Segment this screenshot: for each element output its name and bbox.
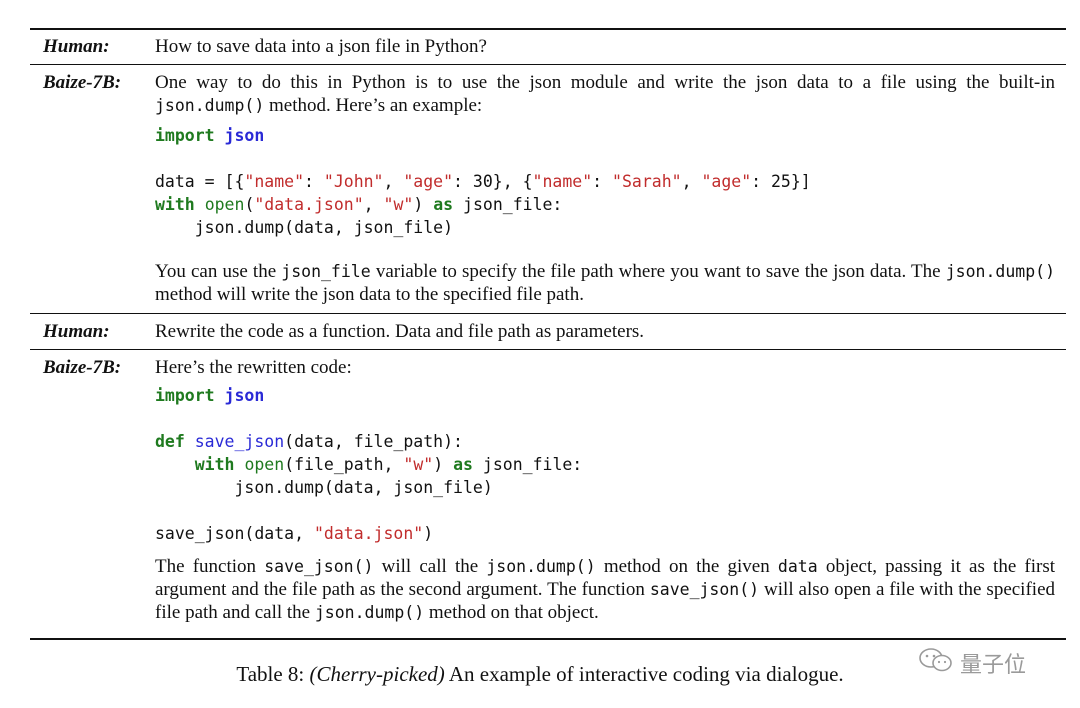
code-token: open xyxy=(244,455,285,474)
code-token: "age" xyxy=(403,172,454,191)
code-token: 25 xyxy=(771,172,791,191)
code-token: "data.json" xyxy=(313,524,424,543)
outro-text: will also open a file with the specified… xyxy=(155,579,1055,623)
code-token: as xyxy=(433,195,454,214)
table-row-rule xyxy=(30,349,1066,350)
code-token: import xyxy=(155,386,215,405)
code-token: "name" xyxy=(532,172,593,191)
table-top-rule xyxy=(30,28,1066,30)
code-token: open xyxy=(204,195,245,214)
code-token: json xyxy=(224,126,265,145)
outro-text: You can use the xyxy=(155,261,277,282)
code-token: json.dump(data, json_file) xyxy=(234,478,493,497)
code-token: "w" xyxy=(403,455,434,474)
inline-code: json.dump() xyxy=(486,557,596,576)
outro-text: method will write the json data to the s… xyxy=(155,284,584,305)
speaker-label: Human: xyxy=(43,36,110,57)
outro-text: variable to specify the file path where … xyxy=(375,261,941,282)
inline-code: json_file xyxy=(281,262,371,281)
intro-text: method. Here’s an example: xyxy=(269,95,483,116)
turn-intro: One way to do this in Python is to use t… xyxy=(155,71,1055,117)
code-token: save_json(data, xyxy=(155,524,314,543)
code-token: json xyxy=(224,386,265,405)
table-caption: Table 8: (Cherry-picked) An example of i… xyxy=(0,662,1080,687)
inline-code: json.dump() xyxy=(945,262,1056,281)
code-token: "Sarah" xyxy=(612,172,682,191)
code-token: "w" xyxy=(383,195,414,214)
outro-text: will call the xyxy=(381,556,479,577)
code-token: ) xyxy=(423,524,434,543)
inline-code: save_json() xyxy=(264,557,374,576)
outro-text: object, passing it as the first argument… xyxy=(155,556,1056,600)
code-token: 30 xyxy=(472,172,493,191)
code-token: (file_path, xyxy=(284,455,404,474)
speaker-label: Human: xyxy=(43,321,110,342)
wechat-icon xyxy=(918,646,954,680)
outro-text: method on that object. xyxy=(428,602,599,623)
code-token: "data.json" xyxy=(254,195,364,214)
code-block: import json data = [{"name": "John", "ag… xyxy=(155,126,811,237)
table-bottom-rule xyxy=(30,638,1066,640)
code-token: "John" xyxy=(323,172,384,191)
code-token: import xyxy=(155,126,215,145)
turn-text: Rewrite the code as a function. Data and… xyxy=(155,321,645,342)
watermark: 量子位 xyxy=(918,646,1068,680)
watermark-text: 量子位 xyxy=(960,653,1027,678)
code-token: "name" xyxy=(244,172,305,191)
outro-text: method on the given xyxy=(603,556,770,577)
inline-code: save_json() xyxy=(649,580,760,599)
table-row-rule xyxy=(30,64,1066,65)
code-token: as xyxy=(453,455,473,474)
code-token: save_json xyxy=(194,432,285,451)
caption-italic: (Cherry-picked) xyxy=(309,662,445,686)
inline-code: data xyxy=(777,557,818,576)
inline-code: json.dump() xyxy=(314,603,425,622)
code-token: data = [{ xyxy=(155,172,245,191)
turn-text: How to save data into a json file in Pyt… xyxy=(155,36,487,57)
code-token: with xyxy=(155,195,195,214)
turn-outro: The function save_json() will call the j… xyxy=(155,555,1055,624)
speaker-label: Baize-7B: xyxy=(43,357,122,378)
code-token: with xyxy=(194,455,235,474)
turn-outro: You can use the json_file variable to sp… xyxy=(155,260,1055,306)
turn-intro: Here’s the rewritten code: xyxy=(155,357,352,378)
caption-label: Table 8: xyxy=(236,662,305,686)
table-row-rule xyxy=(30,313,1066,314)
code-token: json_file: xyxy=(482,455,583,474)
code-token: (data, file_path): xyxy=(284,432,463,451)
speaker-label: Baize-7B: xyxy=(43,72,122,93)
intro-text: One way to do this in Python is to use t… xyxy=(155,72,1055,93)
code-token: json_file: xyxy=(463,195,563,214)
code-block: import json def save_json(data, file_pat… xyxy=(155,386,583,543)
code-token: "age" xyxy=(701,172,752,191)
outro-text: The function xyxy=(155,556,257,577)
inline-code: json.dump() xyxy=(155,96,265,115)
code-token: json.dump(data, json_file) xyxy=(194,218,454,237)
caption-text: An example of interactive coding via dia… xyxy=(448,662,844,686)
code-token: def xyxy=(155,432,185,451)
